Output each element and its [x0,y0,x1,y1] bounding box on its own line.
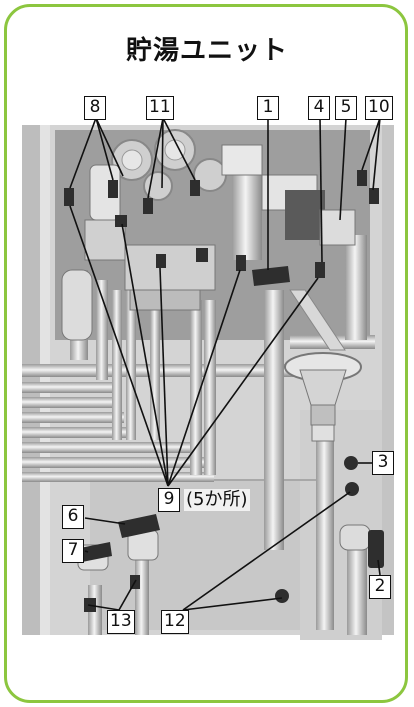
label-10: 10 [365,96,393,120]
label-7: 7 [62,539,84,563]
location-count-note: (5か所) [184,489,250,511]
label-9: 9 [158,488,180,512]
label-1: 1 [257,96,279,120]
label-8: 8 [84,96,106,120]
label-5: 5 [335,96,357,120]
label-6: 6 [62,505,84,529]
label-3: 3 [372,451,394,475]
page-title: 貯湯ユニット [0,30,414,67]
label-2: 2 [369,575,391,599]
label-13: 13 [107,610,135,634]
label-11: 11 [146,96,174,120]
label-4: 4 [308,96,330,120]
label-12: 12 [161,610,189,634]
